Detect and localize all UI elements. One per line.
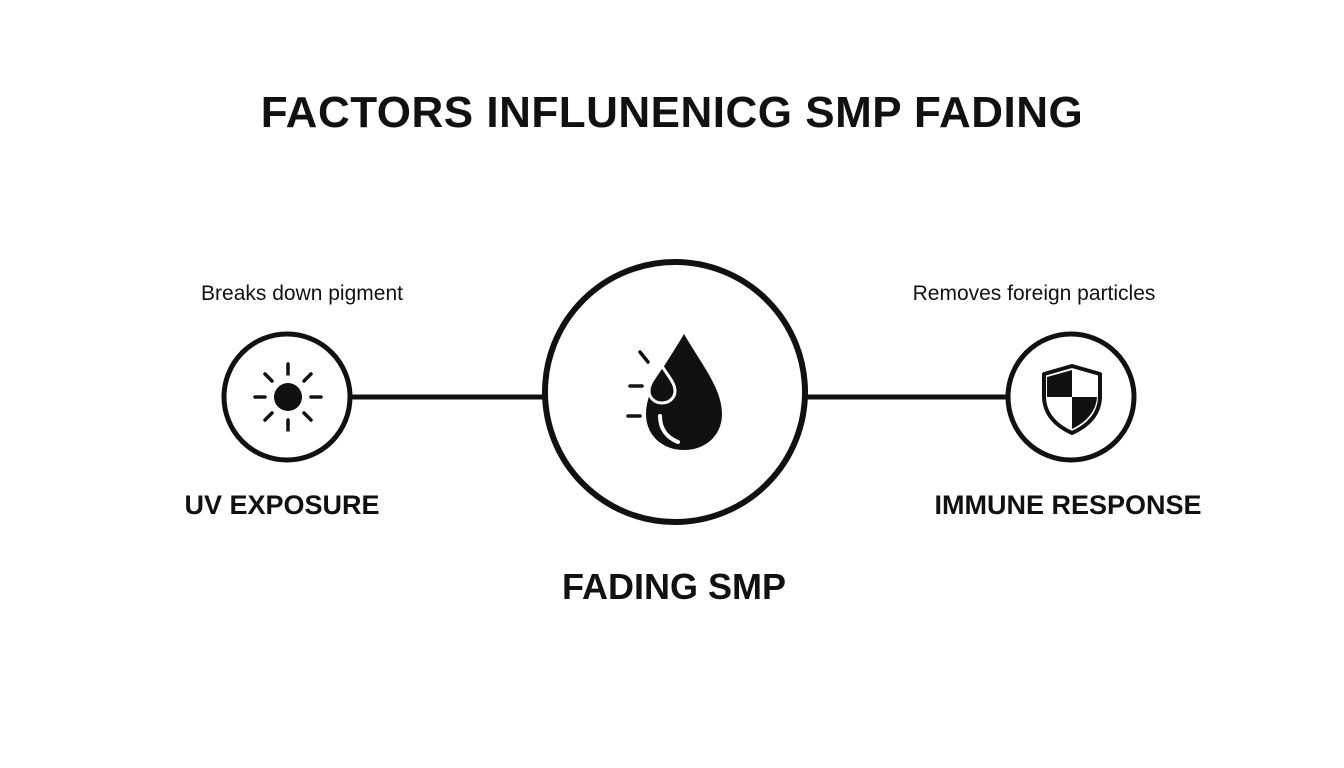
water-drop-icon — [626, 334, 722, 450]
uv-exposure-label: UV EXPOSURE — [184, 490, 380, 520]
immune-response-node — [1005, 331, 1137, 463]
diagram-title: FACTORS INFLUNENICG SMP FADING — [260, 88, 1084, 137]
fading-smp-label: FADING SMP — [561, 566, 786, 607]
immune-response-label: IMMUNE RESPONSE — [934, 490, 1202, 520]
shield-icon — [1042, 364, 1102, 435]
fading-smp-node — [542, 259, 808, 525]
uv-exposure-node — [221, 331, 353, 463]
uv-exposure-description: Breaks down pigment — [201, 282, 403, 305]
immune-response-description: Removes foreign particles — [912, 282, 1156, 305]
sun-icon — [253, 362, 323, 432]
